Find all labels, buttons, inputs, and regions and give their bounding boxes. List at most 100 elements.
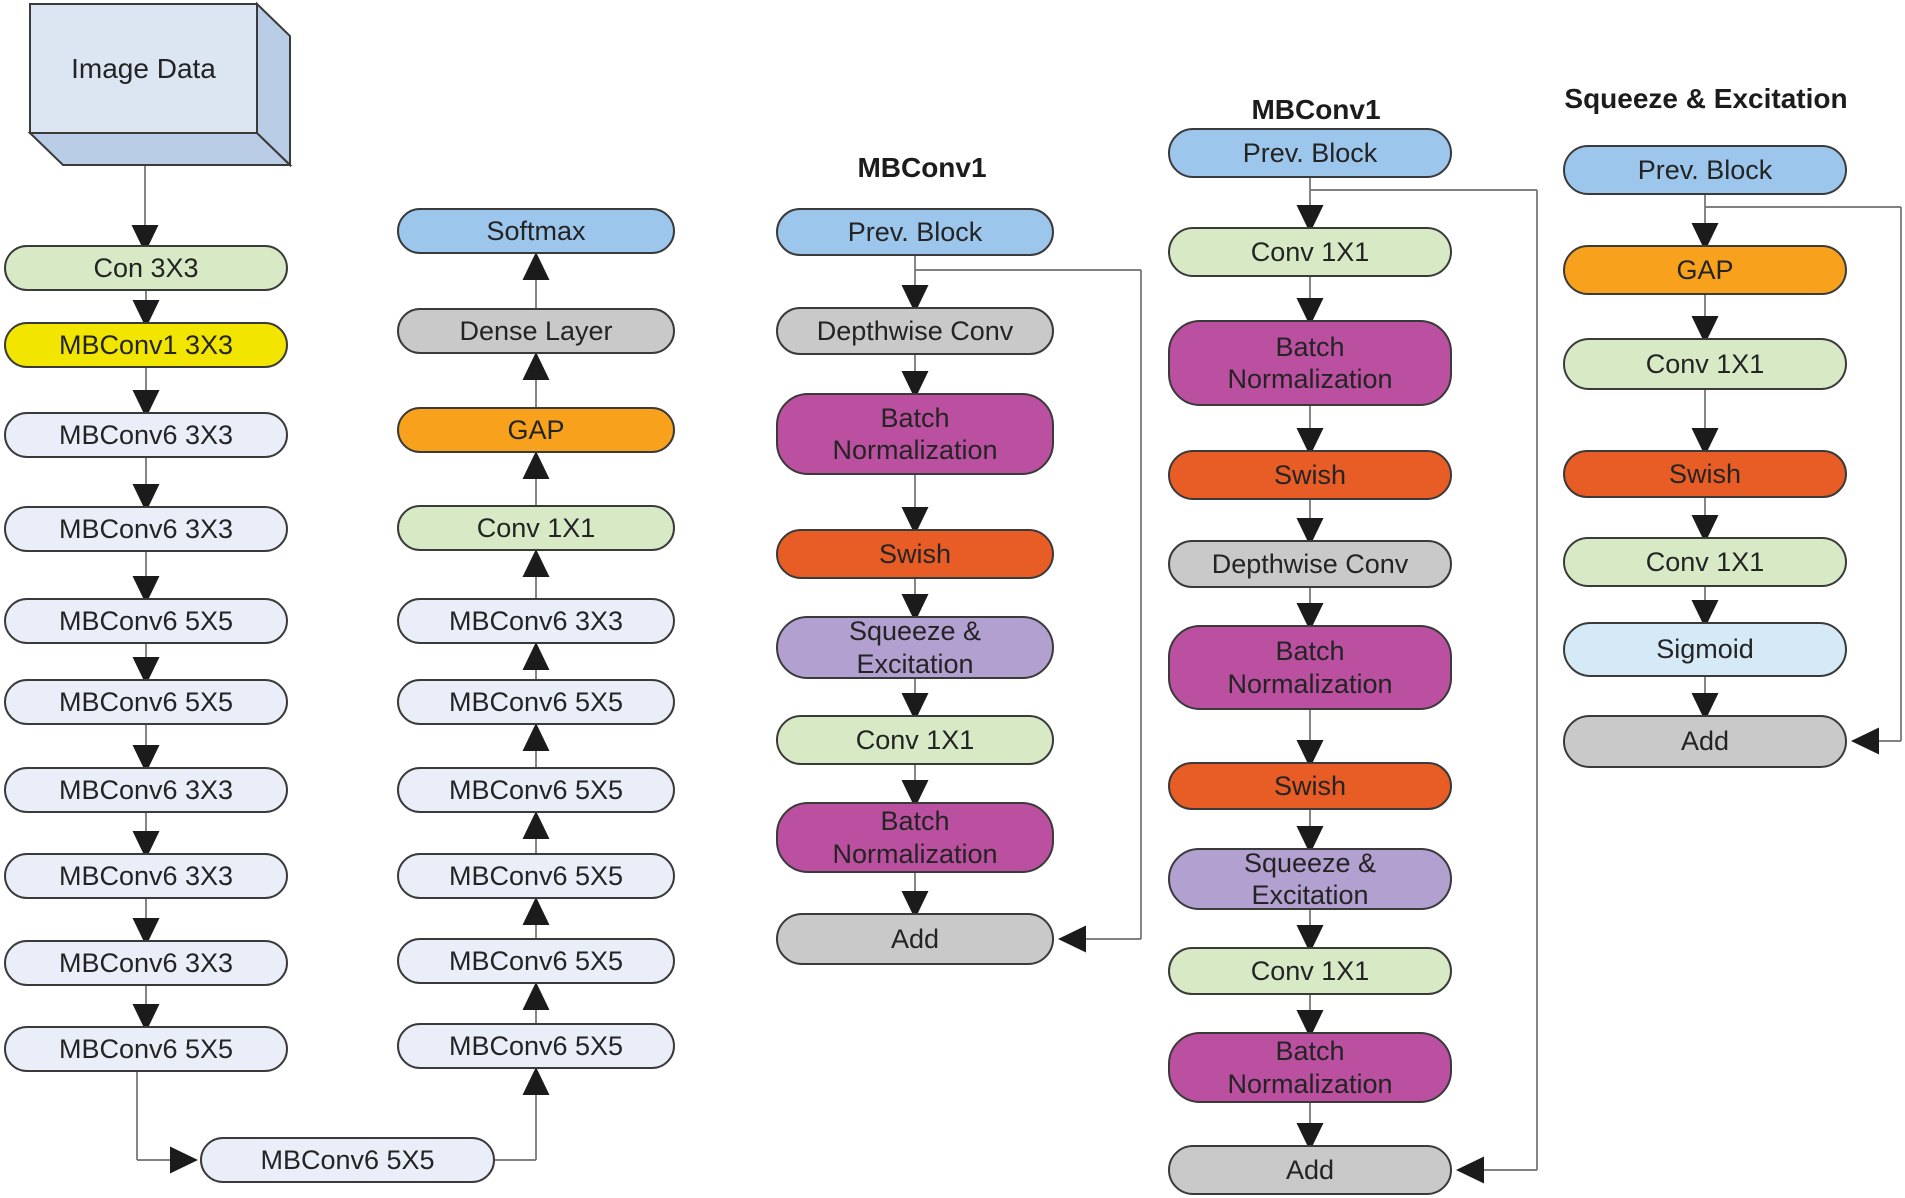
arrowhead [522,811,550,839]
arrowhead [132,576,160,604]
arrowhead [1296,1010,1324,1038]
block-depthwise-conv: Depthwise Conv [1168,540,1452,588]
block-mbconv6-5x5: MBConv6 5X5 [4,598,288,644]
block-conv-1x1: Conv 1X1 [776,715,1054,765]
arrowhead [522,1067,550,1095]
arrowhead [522,897,550,925]
arrowhead [1456,1156,1484,1184]
block-mbconv6-5x5: MBConv6 5X5 [397,938,675,984]
arrowhead [901,285,929,313]
header-squeeze-excitation-detail: Squeeze & Excitation [1564,83,1848,114]
block-prev-block: Prev. Block [1563,145,1847,195]
block-mbconv1-3x3: MBConv1 3X3 [4,322,288,368]
block-conv-1x1: Conv 1X1 [1563,537,1847,587]
block-add: Add [1168,1145,1452,1195]
block-conv-1x1: Conv 1X1 [397,505,675,551]
arrowhead [132,831,160,859]
block-depthwise-conv: Depthwise Conv [776,307,1054,355]
block-batch-normalization: Batch Normalization [776,393,1054,475]
block-gap: GAP [1563,245,1847,295]
arrowhead [1691,600,1719,628]
arrowhead [131,225,159,253]
block-mbconv6-5x5: MBConv6 5X5 [397,853,675,899]
arrowhead [1058,925,1086,953]
arrowhead [132,918,160,946]
block-mbconv6-5x5: MBConv6 5X5 [397,1023,675,1069]
arrowhead [1851,727,1879,755]
block-mbconv6-5x5: MBConv6 5X5 [4,679,288,725]
image-data-box-front-face [29,3,258,134]
arrowhead [132,484,160,512]
arrowhead [522,252,550,280]
header-mbconv1-detail: MBConv1 [857,152,987,183]
arrowhead [1296,925,1324,953]
image-data-box-bottom-face [27,132,293,166]
arrowhead [522,642,550,670]
block-mbconv6-3x3: MBConv6 3X3 [4,412,288,458]
arrowhead [1296,518,1324,546]
block-swish: Swish [1563,450,1847,498]
block-mbconv6-3x3: MBConv6 3X3 [4,506,288,552]
arrowhead [522,451,550,479]
arrowhead [1691,515,1719,543]
image-data-label: Image Data [71,52,216,84]
block-batch-normalization: Batch Normalization [1168,625,1452,710]
arrowhead [1296,298,1324,326]
arrowhead [901,371,929,399]
arrowhead [522,352,550,380]
block-mbconv6-5x5: MBConv6 5X5 [397,679,675,725]
arrowhead [1296,826,1324,854]
arrowhead [1691,223,1719,251]
block-gap: GAP [397,407,675,453]
arrowhead [170,1146,198,1174]
arrowhead [522,723,550,751]
block-add: Add [776,913,1054,965]
block-batch-normalization: Batch Normalization [1168,1032,1452,1103]
arrowhead [522,549,550,577]
arrowhead [1296,1123,1324,1151]
arrowhead [901,780,929,808]
block-mbconv6-3x3: MBConv6 3X3 [4,853,288,899]
block-prev-block: Prev. Block [1168,128,1452,178]
arrowhead [132,745,160,773]
block-softmax: Softmax [397,208,675,254]
arrowhead [1296,205,1324,233]
image-data-box [27,1,293,168]
block-batch-normalization: Batch Normalization [776,802,1054,873]
arrowhead [132,1004,160,1032]
block-swish: Swish [1168,450,1452,500]
block-sigmoid: Sigmoid [1563,622,1847,677]
block-batch-normalization: Batch Normalization [1168,320,1452,406]
arrowhead [1296,740,1324,768]
block-mbconv6-3x3: MBConv6 3X3 [397,598,675,644]
block-add: Add [1563,715,1847,768]
block-mbconv6-3x3: MBConv6 3X3 [4,767,288,813]
arrowhead [522,982,550,1010]
arrowhead [1296,603,1324,631]
arrowhead [1691,428,1719,456]
arrowhead [901,594,929,622]
block-swish: Swish [776,529,1054,579]
block-mbconv6-5x5: MBConv6 5X5 [4,1026,288,1072]
arrowhead [132,390,160,418]
arrowhead [1296,428,1324,456]
header-mbconv1-expanded-detail: MBConv1 [1251,94,1381,125]
arrowhead [1691,693,1719,721]
block-mbconv6-5x5: MBConv6 5X5 [200,1137,495,1183]
block-swish: Swish [1168,762,1452,810]
block-con-3x3: Con 3X3 [4,245,288,291]
block-squeeze-excitation: Squeeze & Excitation [1168,848,1452,910]
block-mbconv6-3x3: MBConv6 3X3 [4,940,288,986]
arrowhead [901,507,929,535]
block-conv-1x1: Conv 1X1 [1563,338,1847,390]
arrowhead [132,300,160,328]
arrowhead [901,891,929,919]
block-dense-layer: Dense Layer [397,308,675,354]
block-conv-1x1: Conv 1X1 [1168,227,1452,277]
arrowhead [901,693,929,721]
block-mbconv6-5x5: MBConv6 5X5 [397,767,675,813]
block-conv-1x1: Conv 1X1 [1168,947,1452,995]
block-squeeze-excitation: Squeeze & Excitation [776,616,1054,679]
